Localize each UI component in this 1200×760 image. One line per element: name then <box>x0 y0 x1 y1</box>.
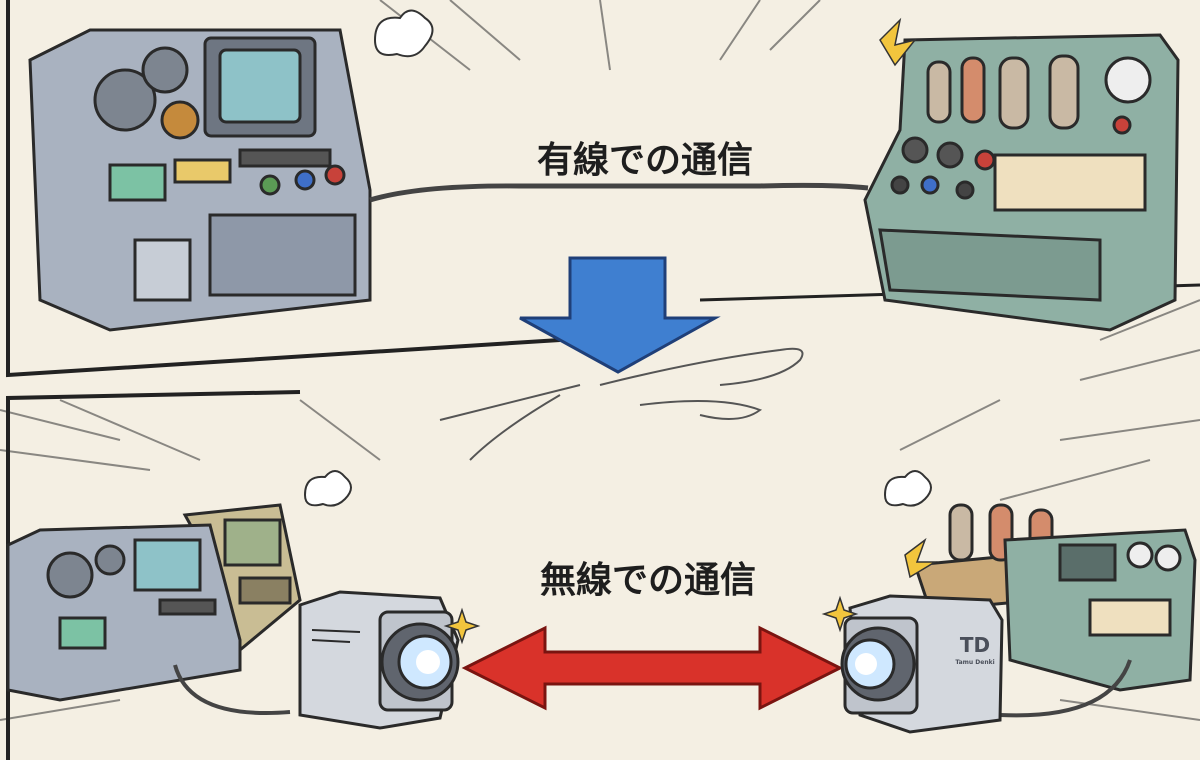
wireless-camera-left <box>298 590 460 730</box>
wired-cable <box>369 182 869 203</box>
camera-logo: TD <box>960 633 990 657</box>
cable-left <box>173 664 291 715</box>
wireless-camera-right: TD Tamu Denki <box>840 594 1004 734</box>
vacuum-tube-machine-right <box>863 33 1180 332</box>
vacuum-tube-machines-bottom-right <box>912 503 1197 692</box>
wireless-double-arrow <box>461 625 844 711</box>
wind-swirls <box>439 347 804 461</box>
sparkle-icons <box>443 17 938 645</box>
camera-logo-subtext: Tamu Denki <box>955 659 994 666</box>
transition-arrow-down <box>519 256 721 374</box>
top-panel-frame <box>6 0 561 378</box>
retro-computers-bottom-left <box>6 503 302 702</box>
wired-communication-label: 有線での通信 <box>537 140 753 181</box>
smoke-puff-icons <box>303 9 932 507</box>
wireless-communication-label: 無線での通信 <box>540 560 756 601</box>
retro-computer-left <box>28 28 372 332</box>
cable-right <box>999 659 1132 718</box>
